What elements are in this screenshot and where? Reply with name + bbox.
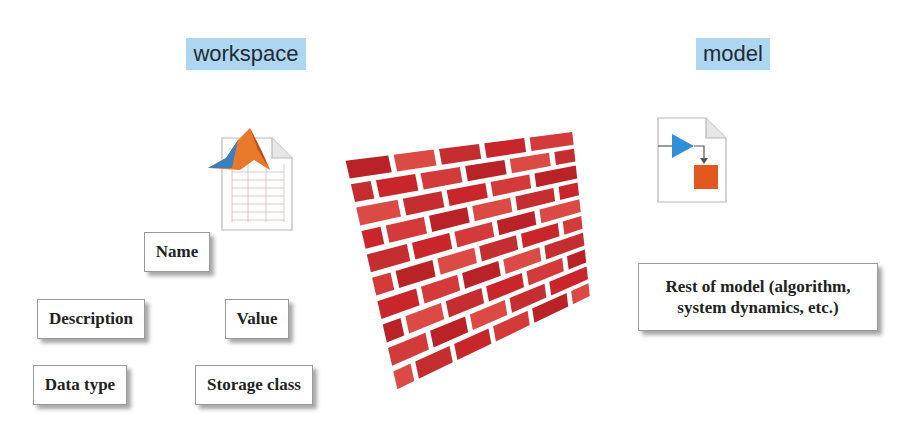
brick	[429, 207, 470, 232]
brick	[472, 198, 512, 222]
property-box: Description	[37, 299, 145, 339]
node-text: model	[703, 41, 763, 67]
brick	[394, 150, 437, 172]
brick	[530, 132, 574, 151]
brick	[465, 160, 506, 181]
brick	[376, 174, 419, 198]
brick	[447, 183, 488, 206]
node-text: Storage class	[207, 375, 301, 395]
model-label: model	[696, 38, 770, 70]
property-box: Value	[225, 299, 290, 339]
brick	[383, 318, 405, 342]
brick	[393, 364, 414, 390]
brick	[554, 149, 575, 165]
brick	[532, 293, 568, 323]
data-file-icon	[208, 128, 292, 230]
model-box: Rest of model (algorithm, system dynamic…	[638, 263, 878, 332]
node-text: Value	[237, 309, 278, 329]
node-text: Description	[49, 309, 133, 329]
brick	[571, 283, 590, 304]
brick	[510, 153, 551, 173]
brick	[421, 167, 463, 190]
brick	[439, 144, 481, 165]
node-text: Rest of model (algorithm, system dynamic…	[653, 276, 863, 319]
brick	[362, 227, 385, 249]
brick	[386, 217, 427, 243]
brick	[412, 233, 452, 259]
property-box: Data type	[33, 365, 127, 405]
brick	[454, 328, 491, 360]
property-box: Name	[144, 232, 210, 272]
property-box: Storage class	[195, 365, 313, 405]
brick	[346, 155, 392, 178]
workspace-label: workspace	[186, 38, 305, 70]
brick	[372, 272, 394, 295]
brick	[367, 244, 411, 272]
node-text: Data type	[45, 375, 115, 395]
brick	[491, 175, 532, 197]
node-text: Name	[156, 242, 198, 262]
brick	[567, 250, 586, 270]
model-file-icon	[658, 118, 726, 202]
brick	[415, 346, 453, 379]
brick	[563, 216, 583, 235]
brick	[484, 138, 526, 158]
node-text: workspace	[193, 41, 298, 67]
brick	[351, 181, 375, 202]
brick	[356, 200, 401, 226]
brick	[559, 182, 579, 200]
brick-wall	[346, 132, 590, 389]
brick	[493, 311, 530, 342]
brick	[403, 191, 445, 215]
